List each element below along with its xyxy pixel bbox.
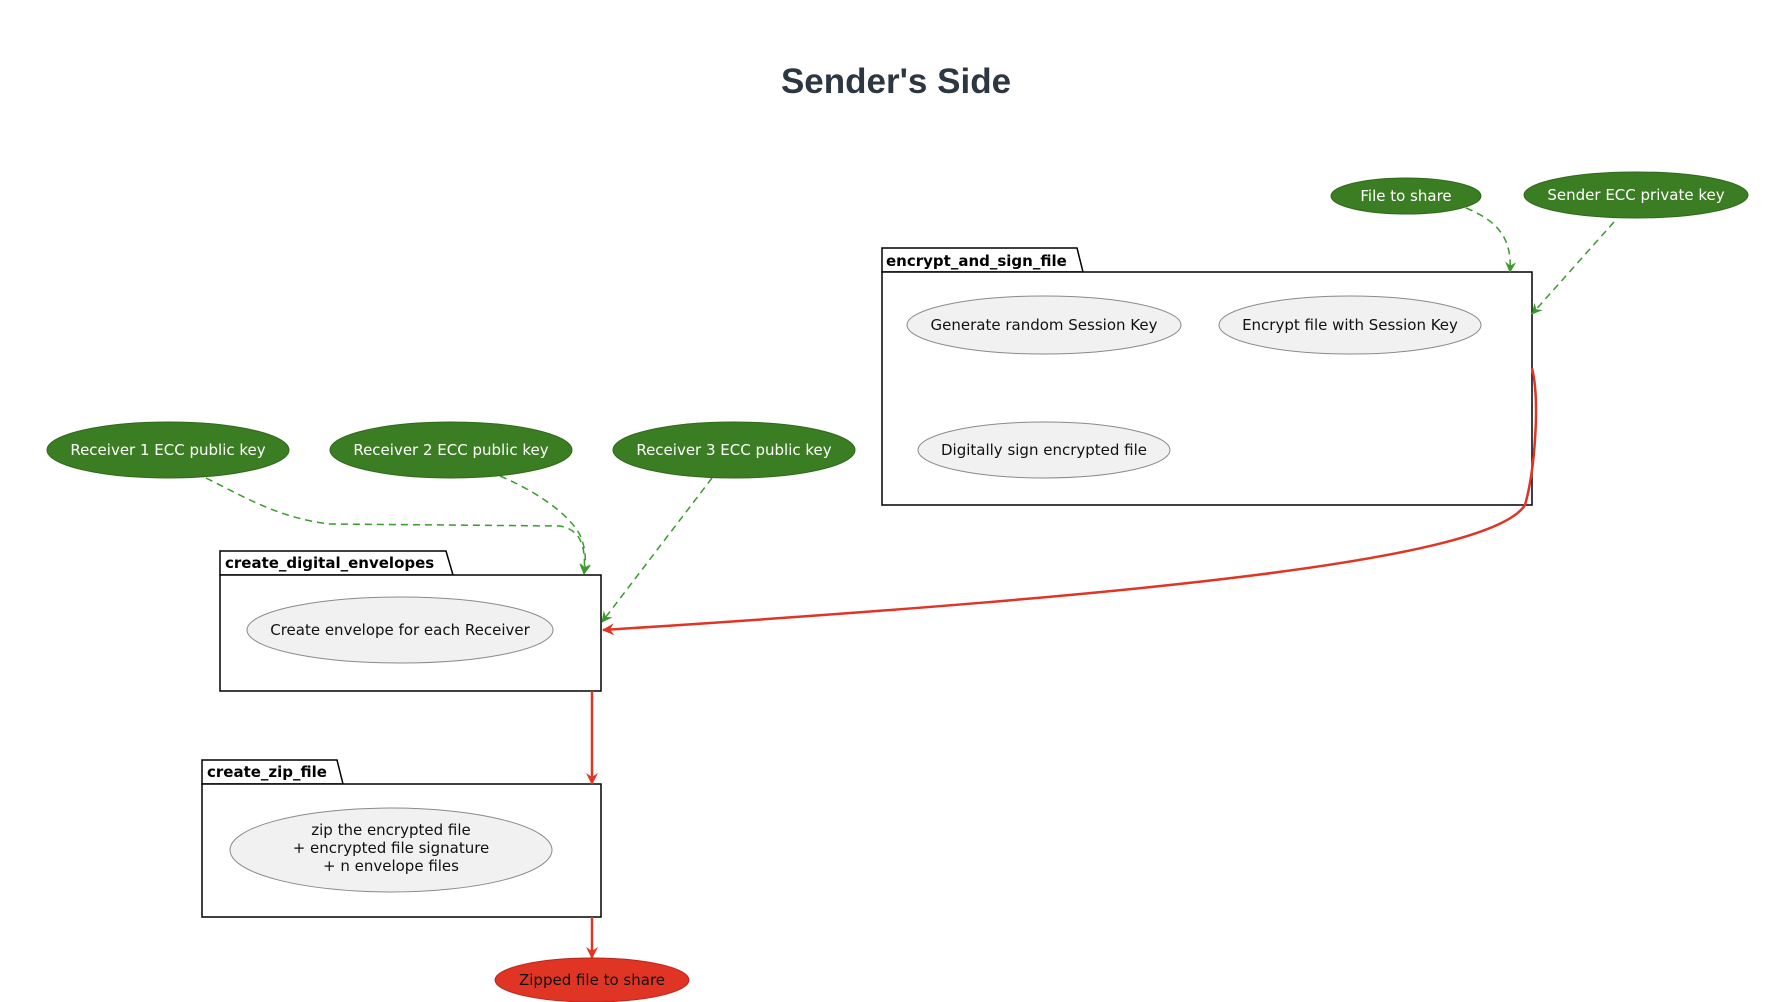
usecase-label: Digitally sign encrypted file bbox=[941, 441, 1147, 459]
usecase-label: Encrypt file with Session Key bbox=[1242, 316, 1458, 334]
usecase-label: Generate random Session Key bbox=[931, 316, 1158, 334]
usecase-zip-files[interactable]: zip the encrypted file + encrypted file … bbox=[229, 807, 553, 893]
arrow-receiver3-to-envelopes bbox=[601, 477, 713, 623]
arrow-file-to-encrypt bbox=[1465, 207, 1517, 273]
input-label: Sender ECC private key bbox=[1547, 186, 1724, 204]
usecase-encrypt-file[interactable]: Encrypt file with Session Key bbox=[1218, 295, 1482, 355]
usecase-label: Create envelope for each Receiver bbox=[270, 621, 530, 639]
usecase-generate-session-key[interactable]: Generate random Session Key bbox=[906, 295, 1182, 355]
usecase-label-line-3: + n envelope files bbox=[323, 857, 459, 875]
usecase-label-line-1: zip the encrypted file bbox=[311, 821, 471, 839]
input-receiver-3-key[interactable]: Receiver 3 ECC public key bbox=[612, 421, 856, 479]
arrow-sender-key-to-encrypt bbox=[1531, 221, 1615, 315]
input-label: Receiver 3 ECC public key bbox=[636, 441, 831, 459]
package-label: encrypt_and_sign_file bbox=[886, 252, 1067, 270]
usecase-label-line-2: + encrypted file signature bbox=[293, 839, 490, 857]
arrow-receiver1-to-envelopes bbox=[205, 477, 591, 575]
output-zipped-file[interactable]: Zipped file to share bbox=[494, 957, 690, 1002]
input-file-to-share[interactable]: File to share bbox=[1330, 177, 1482, 215]
usecase-sign-file[interactable]: Digitally sign encrypted file bbox=[917, 421, 1171, 479]
input-label: Receiver 1 ECC public key bbox=[70, 441, 265, 459]
input-receiver-1-key[interactable]: Receiver 1 ECC public key bbox=[46, 421, 290, 479]
package-encrypt-and-sign-file: encrypt_and_sign_file Generate random Se… bbox=[881, 247, 1533, 506]
diagram-title: Sender's Side bbox=[780, 62, 1012, 101]
flow-arrows bbox=[586, 367, 1538, 959]
package-label: create_digital_envelopes bbox=[225, 554, 434, 572]
input-receiver-2-key[interactable]: Receiver 2 ECC public key bbox=[329, 421, 573, 479]
usecase-create-envelope[interactable]: Create envelope for each Receiver bbox=[246, 596, 554, 664]
dependency-arrows bbox=[205, 207, 1615, 623]
package-create-zip-file: create_zip_file zip the encrypted file +… bbox=[201, 759, 602, 918]
package-label: create_zip_file bbox=[207, 763, 327, 781]
package-create-digital-envelopes: create_digital_envelopes Create envelope… bbox=[219, 550, 602, 692]
arrow-receiver2-to-envelopes bbox=[499, 475, 592, 575]
output-label: Zipped file to share bbox=[519, 971, 665, 989]
arrow-encrypt-to-envelopes bbox=[602, 367, 1538, 636]
input-label: File to share bbox=[1360, 187, 1451, 205]
input-sender-private-key[interactable]: Sender ECC private key bbox=[1523, 171, 1749, 219]
input-label: Receiver 2 ECC public key bbox=[353, 441, 548, 459]
